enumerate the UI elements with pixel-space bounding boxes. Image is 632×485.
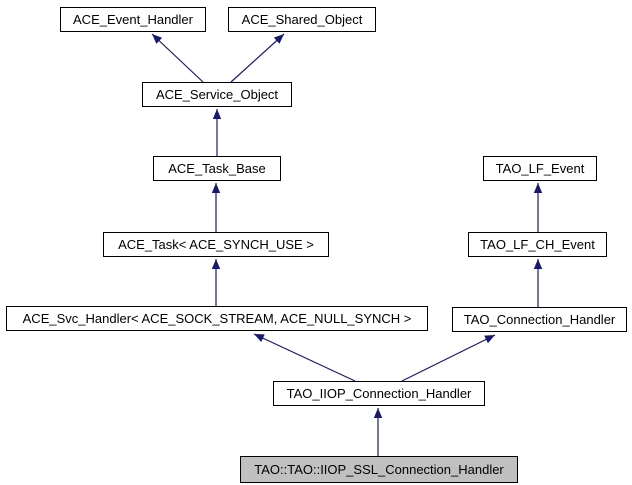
node-ace-task[interactable]: ACE_Task< ACE_SYNCH_USE > <box>103 232 329 257</box>
node-tao-lf-event[interactable]: TAO_LF_Event <box>483 156 597 181</box>
node-ace-svc-handler[interactable]: ACE_Svc_Handler< ACE_SOCK_STREAM, ACE_NU… <box>6 306 428 331</box>
node-tao-lf-ch-event[interactable]: TAO_LF_CH_Event <box>468 232 607 257</box>
edge-ace-service-object-to-ace-shared-object <box>230 33 285 83</box>
edge-tao-iiop-connection-handler-to-ace-svc-handler <box>253 333 356 382</box>
edge-tao-iiop-connection-handler-to-tao-connection-handler <box>401 334 496 382</box>
node-ace-service-object[interactable]: ACE_Service_Object <box>142 82 292 107</box>
node-ace-task-base[interactable]: ACE_Task_Base <box>153 156 281 181</box>
node-tao-connection-handler[interactable]: TAO_Connection_Handler <box>452 307 627 332</box>
node-ace-event-handler[interactable]: ACE_Event_Handler <box>60 7 206 32</box>
node-ace-shared-object[interactable]: ACE_Shared_Object <box>228 7 376 32</box>
node-tao-iiop-connection-handler[interactable]: TAO_IIOP_Connection_Handler <box>273 381 485 406</box>
edge-ace-service-object-to-ace-event-handler <box>151 33 204 83</box>
node-tao-tao-iiop-ssl-connection-handler: TAO::TAO::IIOP_SSL_Connection_Handler <box>240 456 518 483</box>
